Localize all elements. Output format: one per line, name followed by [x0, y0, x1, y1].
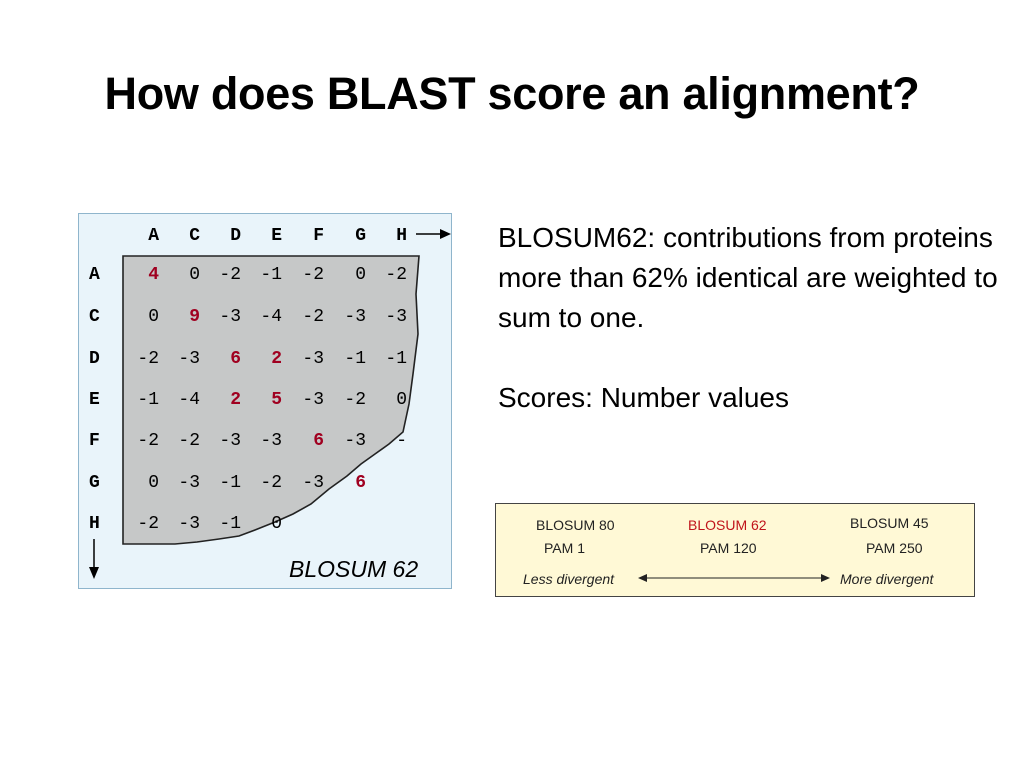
matrix-cell: 0: [271, 514, 282, 534]
blosum-description: BLOSUM62: contributions from proteins mo…: [498, 222, 998, 333]
double-arrow-icon: [638, 574, 830, 582]
column-label: E: [271, 226, 282, 246]
matrix-cell-diagonal: 6: [230, 349, 241, 369]
matrix-cell: -1: [344, 349, 366, 369]
row-label: H: [89, 514, 100, 534]
matrix-cell-diagonal: 2: [230, 390, 241, 410]
matrix-cell: -2: [137, 431, 159, 451]
matrix-cell: -2: [302, 307, 324, 327]
column-label: C: [189, 226, 200, 246]
scale-left-label: Less divergent: [523, 571, 615, 587]
matrix-cell: -3: [178, 473, 200, 493]
row-axis-arrow-icon: [89, 539, 99, 579]
matrix-paper: [122, 255, 420, 545]
row-label: E: [89, 390, 100, 410]
matrix-cell: -2: [344, 390, 366, 410]
matrix-cell-diagonal: 4: [148, 265, 159, 285]
matrix-cell: -4: [178, 390, 200, 410]
matrix-cell: -4: [260, 307, 282, 327]
matrix-cell: 0: [148, 473, 159, 493]
row-label: C: [89, 307, 100, 327]
matrix-cell: -1: [219, 473, 241, 493]
matrix-cell: -3: [302, 349, 324, 369]
matrix-caption: BLOSUM 62: [289, 556, 418, 582]
matrix-cell-diagonal: 2: [271, 349, 282, 369]
matrix-cell: -2: [219, 265, 241, 285]
matrix-cell-diagonal: 6: [355, 473, 366, 493]
matrix-cell: -3: [219, 431, 241, 451]
matrix-cell: -3: [178, 514, 200, 534]
scale-col2-line2: PAM 120: [700, 540, 757, 556]
slide-title: How does BLAST score an alignment?: [104, 68, 920, 119]
matrix-cell: -3: [302, 390, 324, 410]
column-label: A: [148, 226, 159, 246]
row-label: F: [89, 431, 100, 451]
column-label: G: [355, 226, 366, 246]
matrix-cell: -3: [219, 307, 241, 327]
matrix-cell: -1: [219, 514, 241, 534]
scale-right-label: More divergent: [840, 571, 934, 587]
matrix-cell: -: [396, 431, 407, 451]
matrix-cell: -2: [385, 265, 407, 285]
matrix-cell: -3: [178, 349, 200, 369]
matrix-cell: -3: [385, 307, 407, 327]
scale-col3-line1: BLOSUM 45: [850, 515, 929, 531]
matrix-cell: -3: [344, 307, 366, 327]
column-axis-arrow-icon: [416, 229, 451, 239]
matrix-cell: -2: [178, 431, 200, 451]
scale-col1-line2: PAM 1: [544, 540, 585, 556]
matrix-cell-diagonal: 5: [271, 390, 282, 410]
matrix-cell: -2: [137, 514, 159, 534]
scale-col1-line1: BLOSUM 80: [536, 517, 615, 533]
matrix-cell: -2: [137, 349, 159, 369]
matrix-cell-diagonal: 6: [313, 431, 324, 451]
matrix-cell: -1: [385, 349, 407, 369]
matrix-cell: -2: [260, 473, 282, 493]
matrix-cell: -1: [260, 265, 282, 285]
matrix-cell: 0: [396, 390, 407, 410]
row-label: D: [89, 349, 100, 369]
column-label: F: [313, 226, 324, 246]
row-label: G: [89, 473, 100, 493]
scale-col2-line1: BLOSUM 62: [688, 517, 767, 533]
column-label: H: [396, 226, 407, 246]
matrix-cell: -3: [302, 473, 324, 493]
row-label: A: [89, 265, 100, 285]
matrix-cell: -3: [344, 431, 366, 451]
matrix-cell: -1: [137, 390, 159, 410]
scale-col3-line2: PAM 250: [866, 540, 923, 556]
matrix-cell-diagonal: 9: [189, 307, 200, 327]
matrix-cell: -2: [302, 265, 324, 285]
scores-description: Scores: Number values: [498, 382, 790, 413]
description-text: BLOSUM62: contributions from proteins mo…: [498, 218, 998, 418]
column-label: D: [230, 226, 241, 246]
matrix-cell: 0: [189, 265, 200, 285]
matrix-cell: -3: [260, 431, 282, 451]
matrix-cell: 0: [355, 265, 366, 285]
divergence-scale-box: BLOSUM 80 PAM 1 BLOSUM 62 PAM 120 BLOSUM…: [495, 503, 975, 597]
matrix-cell: 0: [148, 307, 159, 327]
